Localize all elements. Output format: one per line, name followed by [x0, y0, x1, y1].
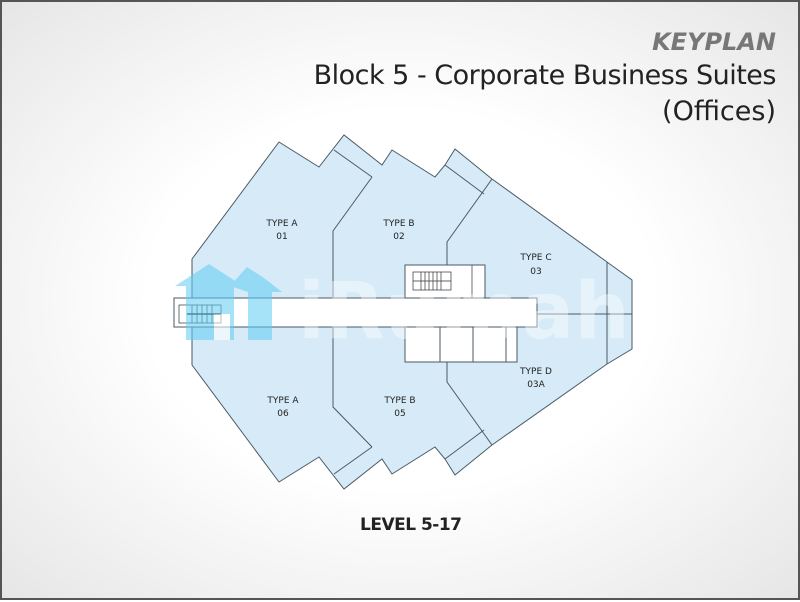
- service-room: [439, 326, 474, 363]
- watermark-text: iRumah: [298, 267, 630, 357]
- unit-type-label: TYPE D: [519, 367, 552, 377]
- unit-type-label: TYPE B: [382, 219, 414, 229]
- unit-type-label: TYPE A: [265, 219, 298, 229]
- unit-number-label: 03A: [527, 380, 545, 390]
- level-label: LEVEL 5-17: [360, 515, 462, 535]
- balcony-line: [444, 429, 485, 460]
- balcony-line: [333, 446, 373, 475]
- balcony-line: [444, 164, 485, 195]
- unit-labels: TYPE A 01 TYPE B 02 TYPE C 03 TYPE D 03A…: [265, 219, 552, 419]
- block-subtitle: (Offices): [662, 96, 776, 127]
- service-room: [505, 326, 518, 363]
- unit-number-label: 03: [530, 267, 541, 277]
- service-room: [472, 326, 507, 363]
- unit-number-label: 02: [393, 232, 404, 242]
- house-icon: [175, 264, 282, 340]
- unit-type-label: TYPE C: [519, 253, 551, 263]
- unit-type-label: TYPE B: [383, 396, 415, 406]
- corridor: [173, 297, 538, 328]
- watermark-logo: iRumah: [175, 264, 630, 357]
- unit-number-label: 06: [277, 409, 289, 419]
- keyplan-heading: KEYPLAN: [652, 28, 776, 56]
- unit-number-label: 05: [394, 409, 405, 419]
- block-title: Block 5 - Corporate Business Suites: [313, 60, 777, 91]
- unit-number-label: 01: [276, 232, 287, 242]
- unit-type-label: TYPE A: [266, 396, 299, 406]
- service-room: [404, 326, 441, 363]
- balcony-line: [333, 149, 373, 178]
